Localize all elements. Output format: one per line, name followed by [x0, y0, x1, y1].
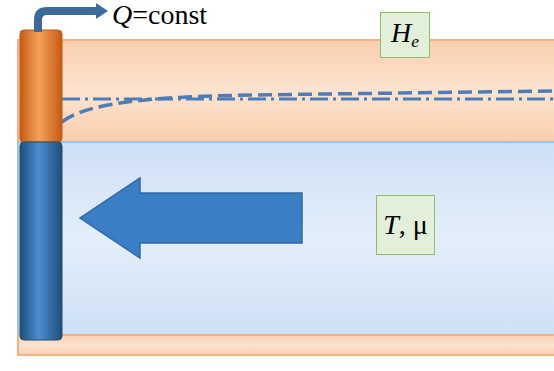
discharge-label: Q=const	[112, 0, 207, 31]
discharge-pipe	[38, 11, 98, 32]
well-casing	[20, 30, 62, 142]
drawdown-curve	[62, 91, 554, 122]
aquifer-layer	[18, 142, 554, 335]
parameter-box: T, μ	[376, 195, 435, 255]
parameter-symbol: T, μ	[383, 210, 428, 241]
parameter-symbol: He	[391, 18, 419, 51]
upper-layer	[18, 40, 554, 142]
flow-arrow	[80, 178, 302, 258]
parameter-box: He	[380, 12, 430, 58]
discharge-arrow	[96, 3, 108, 19]
static-level	[62, 98, 554, 101]
lower-layer	[18, 335, 554, 355]
well-screen	[20, 142, 62, 340]
